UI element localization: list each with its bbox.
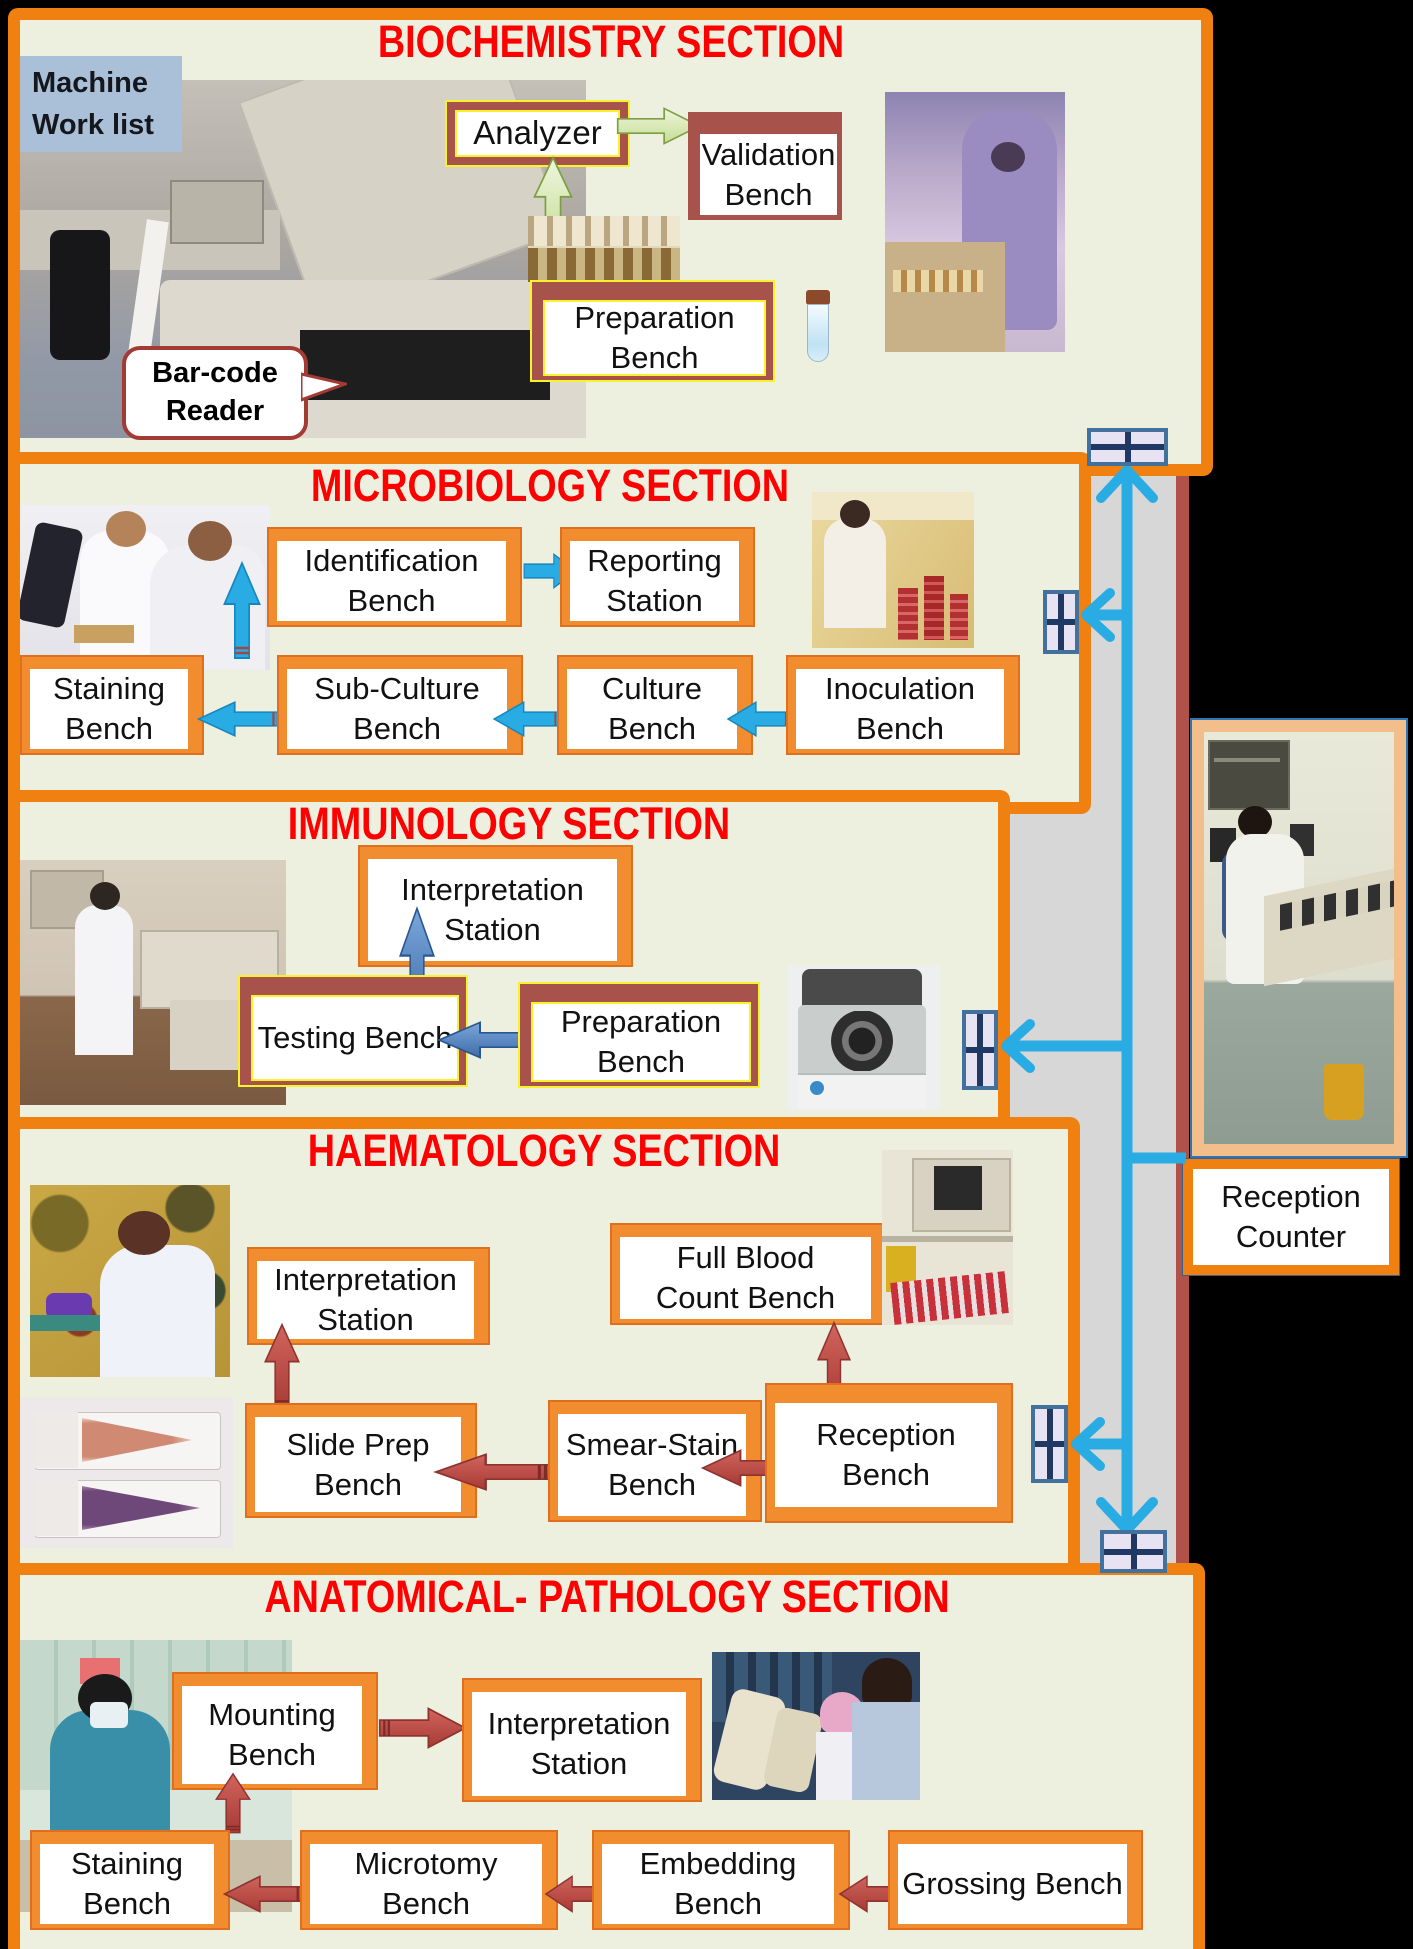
door-immunology-icon [962,1010,998,1090]
arrow-slideprep-to-interpretation [264,1322,300,1412]
photo-biochem-technician [885,92,1065,352]
inoculation-bench-label: Inoculation Bench [825,671,975,746]
photo-haem-microscopist [30,1185,230,1377]
reception-counter-box: Reception Counter [1182,1158,1400,1276]
section-title-haematology: HAEMATOLOGY SECTION [307,1125,781,1176]
smear-stain-bench-box: Smear-Stain Bench [548,1400,762,1522]
interpretation-station-label-immuno: Interpretation Station [401,872,584,947]
reporting-station-label: Reporting Station [587,543,722,618]
sub-culture-bench-box: Sub-Culture Bench [277,655,523,755]
interpretation-station-box-immuno: Interpretation Station [358,845,633,967]
reception-counter-label: Reception Counter [1221,1179,1361,1254]
identification-bench-label: Identification Bench [304,543,479,618]
culture-bench-box: Culture Bench [557,655,753,755]
interpretation-station-label-ap: Interpretation Station [487,1706,671,1781]
photo-ap-microscopy-trainees [712,1652,920,1800]
staining-bench-box-ap: Staining Bench [30,1830,230,1930]
staining-bench-label-ap: Staining Bench [70,1846,184,1921]
staining-bench-label-micro: Staining Bench [52,671,166,746]
section-immunology: IMMUNOLOGY SECTION Interpretation Statio… [8,790,1010,1141]
mounting-bench-box: Mounting Bench [172,1672,378,1790]
arrow-subculture-to-staining [196,701,284,737]
preparation-bench-label-immuno: Preparation Bench [560,1004,722,1079]
section-title-microbiology: MICROBIOLOGY SECTION [310,460,789,511]
testing-bench-box: Testing Bench [238,975,468,1087]
photo-reception-counter [1204,732,1394,1144]
reporting-station-box: Reporting Station [560,527,755,627]
arrow-microtomy-to-staining [222,1875,308,1913]
door-biochemistry-icon [1087,428,1168,466]
identification-bench-box: Identification Bench [267,527,522,627]
section-anatomical-pathology: ANATOMICAL- PATHOLOGY SECTION Mounting B… [8,1563,1205,1949]
photo-immuno-centrifuge [788,965,940,1110]
barcode-reader-callout: Bar-code Reader [122,346,347,440]
microtomy-bench-label: Microtomy Bench [354,1846,498,1921]
preparation-bench-label-biochem: Preparation Bench [574,300,735,375]
interpretation-station-box-haem: Interpretation Station [247,1247,490,1345]
full-blood-count-bench-label: Full Blood Count Bench [655,1240,836,1315]
staining-bench-box-micro: Staining Bench [20,655,204,755]
photo-haem-analyzer [882,1150,1013,1325]
photo-micro-scientists [20,505,270,670]
callout-tail [301,372,347,402]
sub-culture-bench-label: Sub-Culture Bench [314,671,480,746]
arrow-mounting-to-interpretation [378,1707,468,1749]
slide-prep-bench-label: Slide Prep Bench [286,1426,430,1502]
machine-worklist-text: Machine Work list [32,66,154,141]
preparation-bench-box-biochem: Preparation Bench [530,280,775,382]
photo-reception-counter-frame [1190,718,1408,1158]
machine-worklist-callout: Machine Work list [20,56,182,152]
full-blood-count-bench-box: Full Blood Count Bench [610,1223,887,1325]
validation-bench-label: Validation Bench [701,136,836,212]
testing-bench-label: Testing Bench [257,1020,453,1056]
arrow-staining-to-mounting [215,1772,251,1834]
smear-stain-bench-label: Smear-Stain Bench [565,1427,739,1502]
door-microbiology-icon [1043,590,1079,654]
embedding-bench-box: Embedding Bench [592,1830,850,1930]
section-microbiology: MICROBIOLOGY SECTION Identification Benc… [8,452,1091,814]
arrow-smearstain-to-slideprep [433,1453,553,1491]
microtomy-bench-box: Microtomy Bench [300,1830,558,1930]
arrow-analyzer-to-validation [616,107,702,145]
barcode-reader-text: Bar-code Reader [152,357,278,427]
analyzer-label: Analyzer [473,114,602,152]
section-haematology: HAEMATOLOGY SECTION Interpretation Stati… [8,1117,1080,1587]
test-tube-icon [806,290,830,362]
arrow-culture-to-subculture [492,701,564,737]
arrow-staining-to-microscopy [223,560,261,659]
embedding-bench-label: Embedding Bench [639,1846,797,1921]
section-biochemistry: BIOCHEMISTRY SECTION Machine Work list B… [8,8,1213,476]
section-title-anatomical-pathology: ANATOMICAL- PATHOLOGY SECTION [263,1571,950,1622]
section-title-biochemistry: BIOCHEMISTRY SECTION [377,16,844,67]
preparation-bench-box-immuno: Preparation Bench [518,982,760,1088]
photo-micro-inoculation [812,492,974,648]
photo-sample-tubes-rack [528,216,680,282]
grossing-bench-label: Grossing Bench [902,1866,1123,1902]
mounting-bench-label: Mounting Bench [208,1697,336,1772]
interpretation-station-box-ap: Interpretation Station [462,1678,702,1802]
photo-blood-smear-slides [20,1398,233,1548]
interpretation-station-label-haem: Interpretation Station [274,1262,457,1337]
door-anatomical-pathology-icon [1100,1530,1167,1573]
validation-bench-box: Validation Bench [688,112,842,220]
slide-prep-bench-box: Slide Prep Bench [245,1403,477,1518]
reception-bench-box: Reception Bench [765,1383,1013,1523]
grossing-bench-box: Grossing Bench [888,1830,1143,1930]
section-title-immunology: IMMUNOLOGY SECTION [287,798,731,849]
reception-bench-label: Reception Bench [816,1417,956,1492]
culture-bench-label: Culture Bench [602,671,702,746]
door-haematology-icon [1031,1405,1068,1483]
inoculation-bench-box: Inoculation Bench [786,655,1020,755]
arrow-inoculation-to-culture [726,701,794,737]
